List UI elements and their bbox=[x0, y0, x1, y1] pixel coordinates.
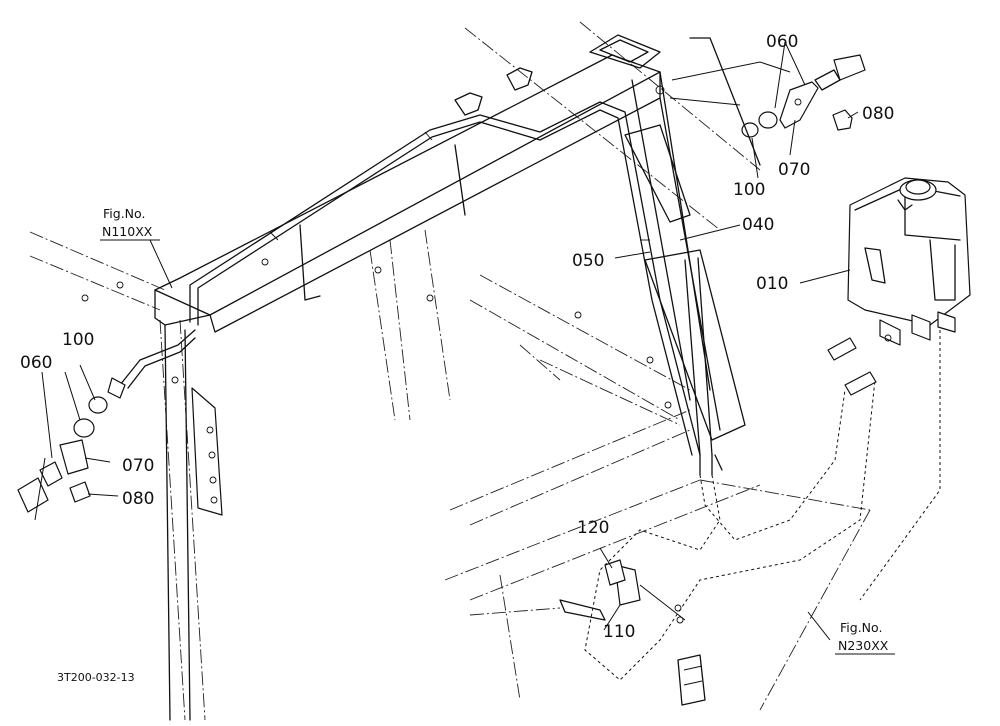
cab-frame-outline bbox=[29, 21, 871, 721]
roof-beam bbox=[154, 34, 661, 333]
callout-040: 040 bbox=[742, 215, 774, 235]
washer-tank bbox=[847, 177, 971, 346]
callout-080-left: 080 bbox=[122, 489, 154, 509]
figure-ref-n110-line1: Fig.No. bbox=[103, 206, 145, 221]
lower-bracket bbox=[469, 559, 686, 624]
callout-080-top: 080 bbox=[862, 104, 894, 124]
figure-ref-n230-line1: Fig.No. bbox=[840, 620, 882, 635]
callout-120: 120 bbox=[577, 518, 609, 538]
figure-ref-n230-line2: N230XX bbox=[838, 638, 889, 653]
callout-070-top: 070 bbox=[778, 160, 810, 180]
callout-010: 010 bbox=[756, 274, 788, 294]
figure-code: 3T200-032-13 bbox=[57, 671, 135, 684]
callout-060-top: 060 bbox=[766, 32, 798, 52]
callout-leaders bbox=[41, 41, 859, 641]
callout-070-left: 070 bbox=[122, 456, 154, 476]
nozzle-assembly-top bbox=[669, 37, 866, 166]
callout-100-left: 100 bbox=[62, 330, 94, 350]
callout-110: 110 bbox=[603, 622, 635, 642]
figure-ref-n230: Fig.No. N230XX bbox=[835, 620, 895, 655]
nozzle-assembly-left bbox=[17, 396, 108, 521]
figure-ref-n110-line2: N110XX bbox=[102, 224, 153, 239]
figure-ref-n110: Fig.No. N110XX bbox=[100, 206, 160, 241]
mount-bracket-left bbox=[191, 387, 223, 516]
rear-post-left bbox=[81, 258, 582, 721]
callout-060-left: 060 bbox=[20, 353, 52, 373]
tank-hose-stubs bbox=[827, 337, 877, 396]
callout-100-top: 100 bbox=[733, 180, 765, 200]
hinge-bottom-right bbox=[677, 654, 706, 706]
washer-hose bbox=[107, 101, 941, 681]
callout-050: 050 bbox=[572, 251, 604, 271]
